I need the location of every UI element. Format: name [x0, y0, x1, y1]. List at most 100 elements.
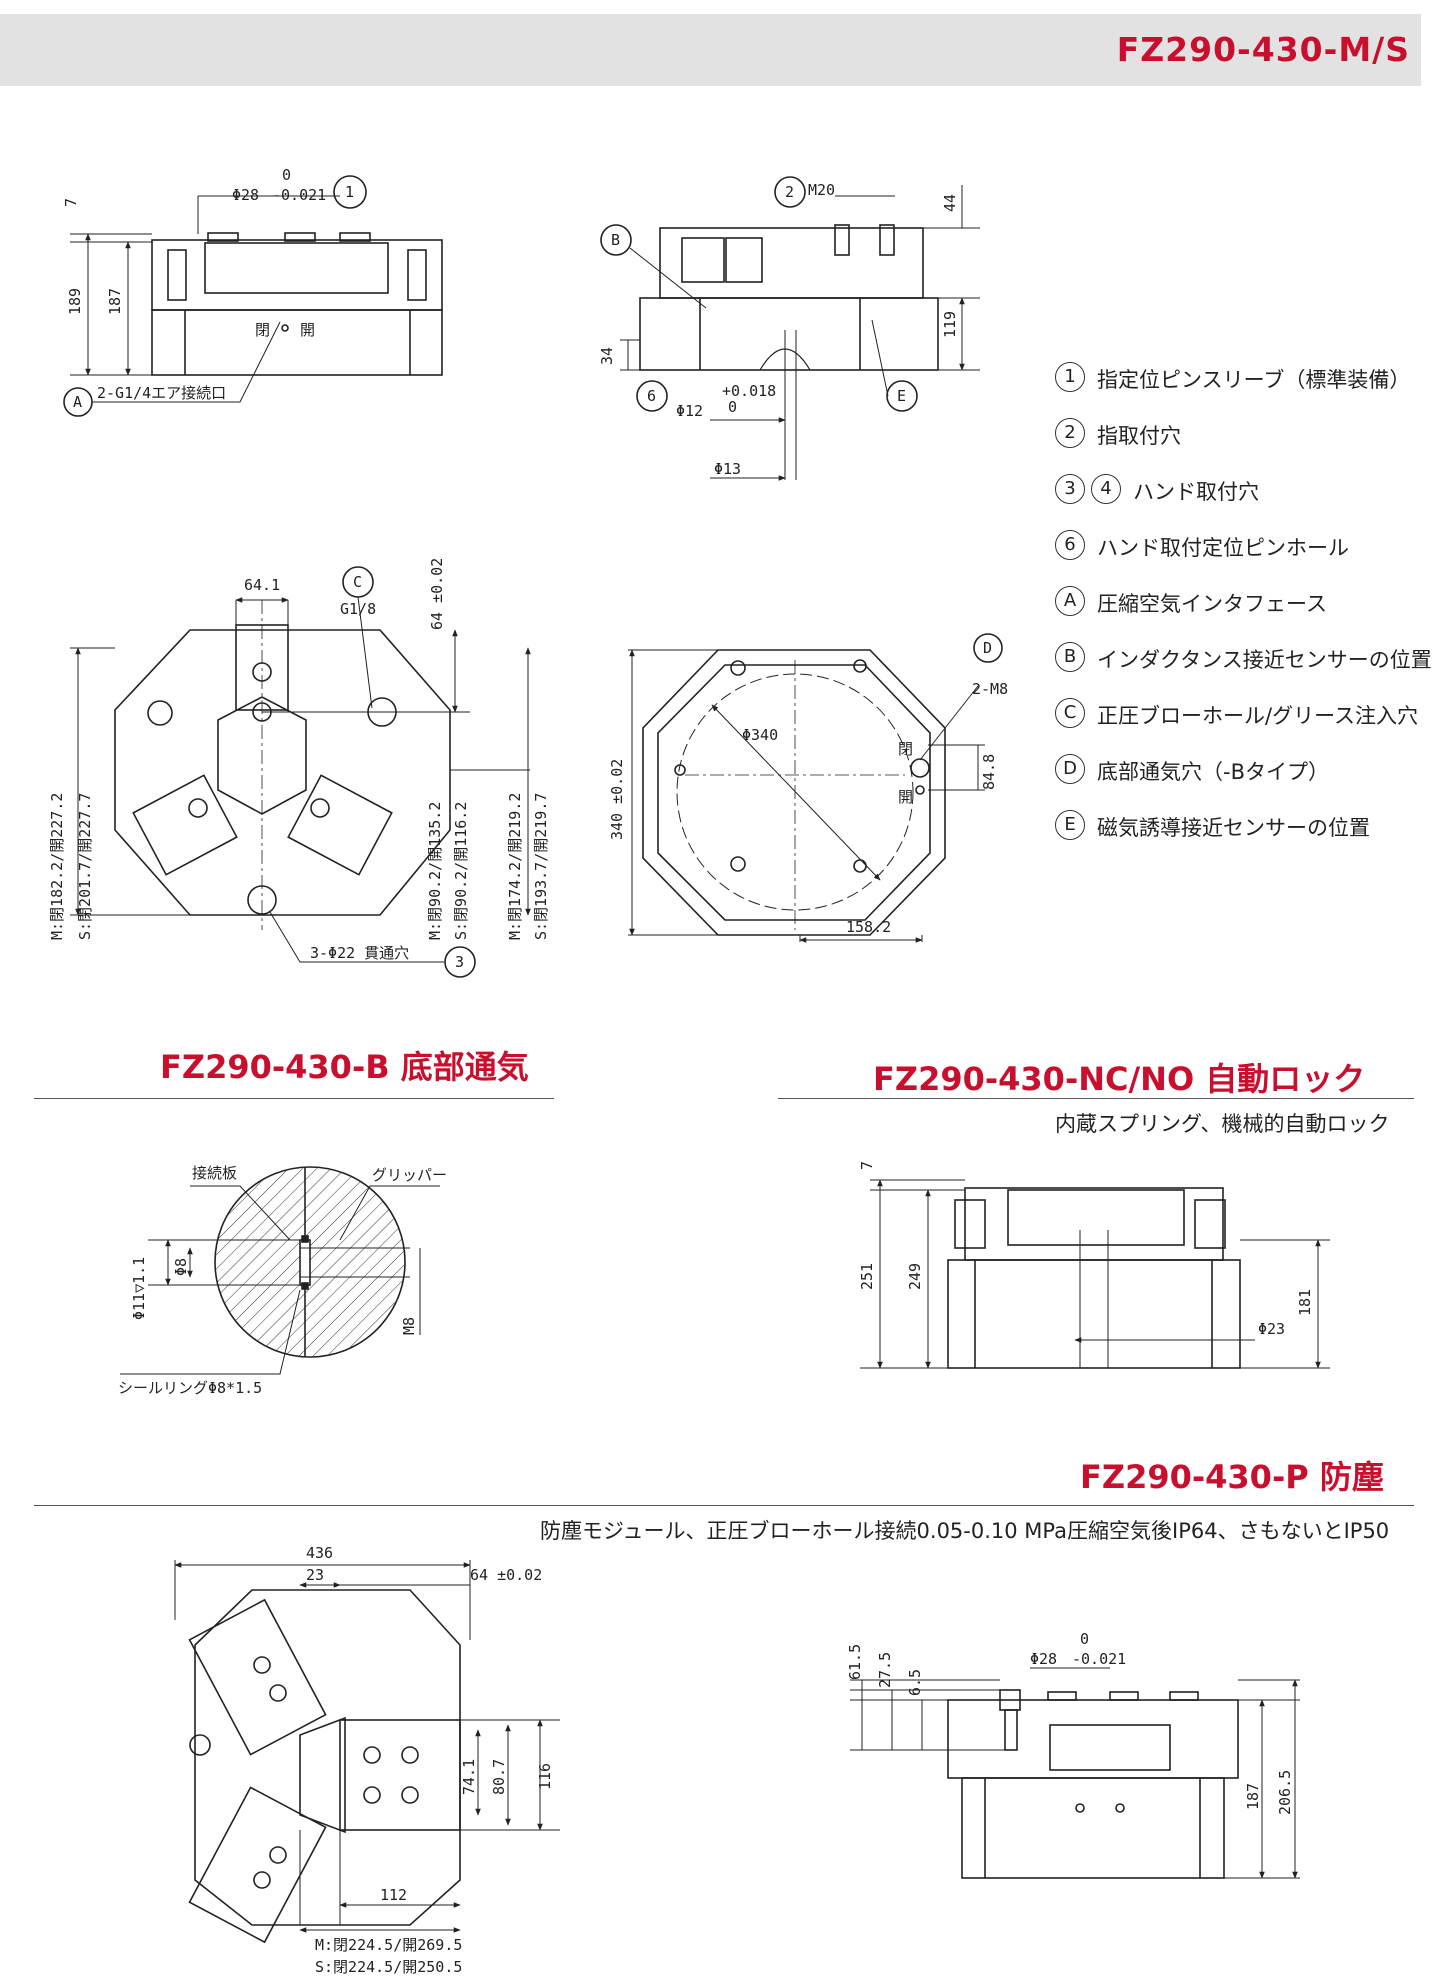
dim-p-h74-1: 74.1: [460, 1759, 478, 1795]
section-title-p: FZ290-430-P 防塵: [1080, 1458, 1384, 1496]
dim-bottom-w158-2: 158.2: [846, 918, 891, 936]
dim-nc-h181: 181: [1296, 1289, 1314, 1316]
legend-number: E: [1055, 810, 1085, 840]
front-view: [63, 175, 443, 417]
section-title-b: FZ290-430-B 底部通気: [160, 1048, 529, 1086]
dim-pf-tol-up: 0: [1080, 1630, 1089, 1648]
callout-3: 3: [455, 953, 464, 971]
header-bar: [0, 14, 1421, 86]
label-top-g18: G1/8: [340, 600, 376, 618]
dim-pf-tol-dn: -0.021: [1072, 1650, 1126, 1668]
legend-label: 圧縮空気インタフェース: [1097, 592, 1327, 616]
label-plate: 接続板: [192, 1164, 237, 1182]
label-bottom-m8: 2-M8: [972, 680, 1008, 698]
nc-view: [860, 1179, 1330, 1369]
label-seal-ring: シールリングΦ8*1.5: [118, 1379, 262, 1397]
dim-detail-d8: Φ8: [172, 1258, 190, 1276]
dim-side-d12: Φ12: [676, 402, 703, 420]
dim-side-h44: 44: [941, 194, 959, 212]
dim-top-s3: S:閉193.7/開219.7: [532, 793, 550, 940]
legend-number: 1: [1055, 362, 1085, 392]
label-front-close: 閉: [255, 321, 270, 339]
dim-detail-d11: Φ11▽1.1: [130, 1257, 148, 1320]
dim-pf-h61-5: 61.5: [846, 1644, 864, 1680]
dim-p-m: M:閉224.5/開269.5: [315, 1936, 462, 1954]
dim-top-m1: M:閉182.2/開227.2: [48, 793, 66, 940]
dim-nc-h7: 7: [858, 1161, 876, 1170]
label-top-holes: 3-Φ22 貫通穴: [310, 944, 409, 962]
callout-a: A: [73, 393, 82, 411]
dim-nc-d23: Φ23: [1258, 1320, 1285, 1338]
callout-2: 2: [785, 183, 794, 201]
dim-p-h80-7: 80.7: [490, 1759, 508, 1795]
dim-bottom-h84-8: 84.8: [980, 754, 998, 790]
dim-p-w23: 23: [306, 1566, 324, 1584]
callout-c: C: [353, 573, 362, 591]
callout-1: 1: [345, 183, 354, 201]
dim-front-tol-up: 0: [282, 166, 291, 184]
side-view: [600, 176, 980, 481]
dim-pf-d28: Φ28: [1030, 1650, 1057, 1668]
dim-side-h119: 119: [941, 311, 959, 338]
legend-label: ハンド取付定位ピンホール: [1097, 536, 1349, 560]
legend-label: 底部通気穴（-Bタイプ）: [1097, 760, 1329, 784]
legend-number: 3: [1055, 474, 1085, 504]
bottom-view: [628, 633, 1003, 943]
callout-b: B: [611, 231, 620, 249]
legend-number: 2: [1055, 418, 1085, 448]
dim-pf-h206-5: 206.5: [1276, 1770, 1294, 1815]
dim-top-s2: S:閉90.2/開116.2: [452, 802, 470, 940]
dim-detail-m8: M8: [400, 1317, 418, 1335]
legend-number: C: [1055, 698, 1085, 728]
section-rule: [34, 1098, 554, 1099]
dim-p-w64: 64 ±0.02: [470, 1566, 542, 1584]
callout-d: D: [983, 639, 992, 657]
legend-number: D: [1055, 754, 1085, 784]
legend-number: 4: [1091, 474, 1121, 504]
dim-side-d12-dn: 0: [728, 398, 737, 416]
dim-nc-h249: 249: [906, 1263, 924, 1290]
dim-p-w112: 112: [380, 1886, 407, 1904]
legend-label: 磁気誘導接近センサーの位置: [1097, 816, 1370, 840]
legend-number: 6: [1055, 530, 1085, 560]
dim-bottom-h340: 340 ±0.02: [608, 759, 626, 840]
section-rule: [778, 1098, 1414, 1099]
dim-side-h34: 34: [598, 347, 616, 365]
label-bottom-close: 閉: [898, 740, 913, 758]
label-gripper: グリッパー: [372, 1166, 447, 1184]
label-front-open: 開: [300, 321, 315, 339]
dim-pf-h27-5: 27.5: [876, 1652, 894, 1688]
legend-label: 指定位ピンスリーブ（標準装備）: [1097, 368, 1411, 392]
legend-number: B: [1055, 642, 1085, 672]
dim-top-w64-1: 64.1: [244, 576, 280, 594]
dim-front-h187: 187: [106, 288, 124, 315]
label-bottom-open: 開: [898, 788, 913, 806]
dim-front-tol-dn: -0.021: [272, 186, 326, 204]
page-title: FZ290-430-M/S: [1116, 30, 1410, 69]
dim-front-h189: 189: [66, 288, 84, 315]
dim-pf-h6-5: 6.5: [906, 1669, 924, 1696]
legend-label: ハンド取付穴: [1133, 480, 1259, 504]
dim-nc-h251: 251: [858, 1263, 876, 1290]
p-front-view: [850, 1667, 1300, 1879]
dim-top-h64: 64 ±0.02: [428, 558, 446, 630]
dim-side-m20: M20: [808, 181, 835, 199]
p-top-view: [174, 1560, 560, 1944]
dim-p-w436: 436: [306, 1544, 333, 1562]
legend-label: 正圧ブローホール/グリース注入穴: [1097, 704, 1419, 728]
section-desc-nc: 内蔵スプリング、機械的自動ロック: [1055, 1112, 1390, 1136]
legend-label: 指取付穴: [1097, 424, 1181, 448]
dim-top-m3: M:閉174.2/開219.2: [506, 793, 524, 940]
detail-view: [120, 1166, 440, 1375]
legend-label: インダクタンス接近センサーの位置: [1097, 648, 1432, 672]
dim-p-s: S:閉224.5/開250.5: [315, 1958, 462, 1976]
dim-top-s1: S:閉201.7/開227.7: [76, 793, 94, 940]
dim-bottom-d340: Φ340: [742, 726, 778, 744]
section-title-nc: FZ290-430-NC/NO 自動ロック: [873, 1060, 1366, 1098]
dim-front-d28: Φ28: [232, 186, 259, 204]
section-desc-p: 防塵モジュール、正圧ブローホール接続0.05-0.10 MPa圧縮空気後IP64…: [540, 1519, 1390, 1543]
note-air-port: 2-G1/4エア接続口: [97, 384, 226, 402]
section-rule: [34, 1505, 1414, 1506]
top-view: [70, 566, 531, 978]
